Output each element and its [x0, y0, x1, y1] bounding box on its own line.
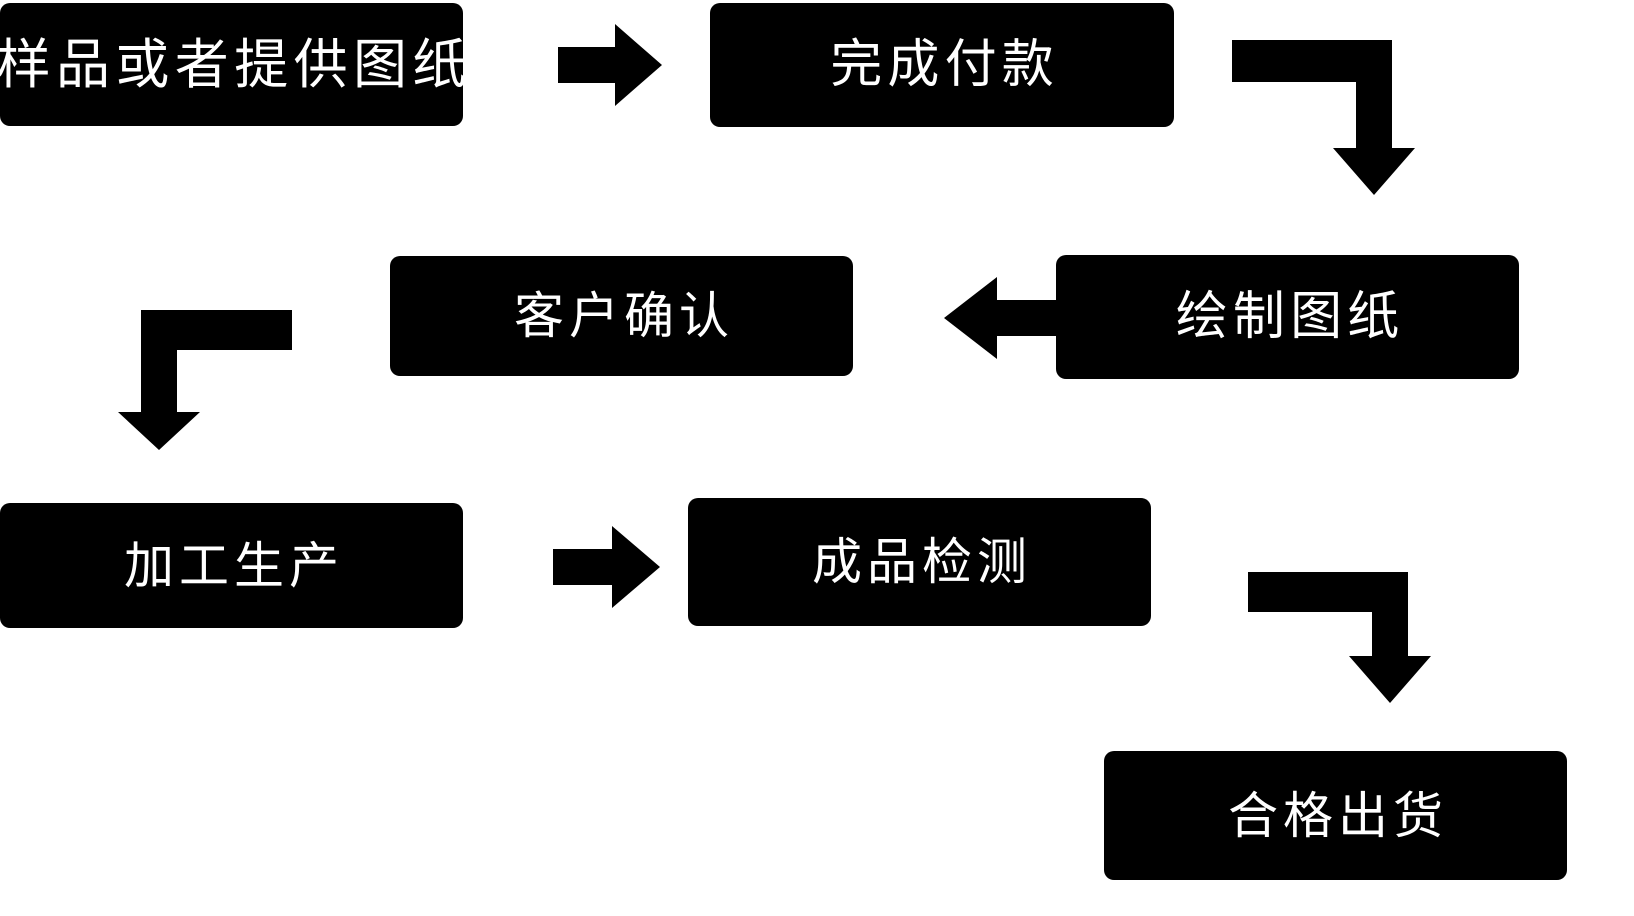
node-label: 绘制图纸	[1175, 287, 1405, 347]
arrow-elbow-right-down-icon-inspection-to-shipment	[1244, 570, 1444, 712]
node-label: 完成付款	[830, 35, 1059, 95]
node-label: 合格出货	[1228, 786, 1448, 845]
arrow-elbow-right-down-icon-payment-to-drawing	[1228, 36, 1428, 206]
node-sample-or-drawing[interactable]: 样品或者提供图纸	[0, 3, 466, 126]
node-label: 成品检测	[812, 533, 1032, 591]
node-production[interactable]: 加工生产	[0, 503, 463, 628]
node-qualified-shipment[interactable]: 合格出货	[1104, 751, 1567, 880]
arrow-right-icon-sample-to-payment	[553, 22, 665, 108]
node-label: 客户确认	[514, 287, 734, 345]
arrow-elbow-left-down-icon-confirm-to-production	[116, 308, 296, 454]
node-finished-inspection[interactable]: 成品检测	[688, 498, 1151, 626]
node-draw-drawing[interactable]: 绘制图纸	[1056, 255, 1519, 379]
arrow-left-icon-drawing-to-confirm	[940, 275, 1060, 361]
node-complete-payment[interactable]: 完成付款	[710, 3, 1174, 127]
node-label: 样品或者提供图纸	[0, 32, 472, 96]
node-label: 加工生产	[124, 536, 344, 595]
arrow-right-icon-production-to-inspection	[548, 524, 668, 610]
node-customer-confirm[interactable]: 客户确认	[390, 256, 853, 376]
